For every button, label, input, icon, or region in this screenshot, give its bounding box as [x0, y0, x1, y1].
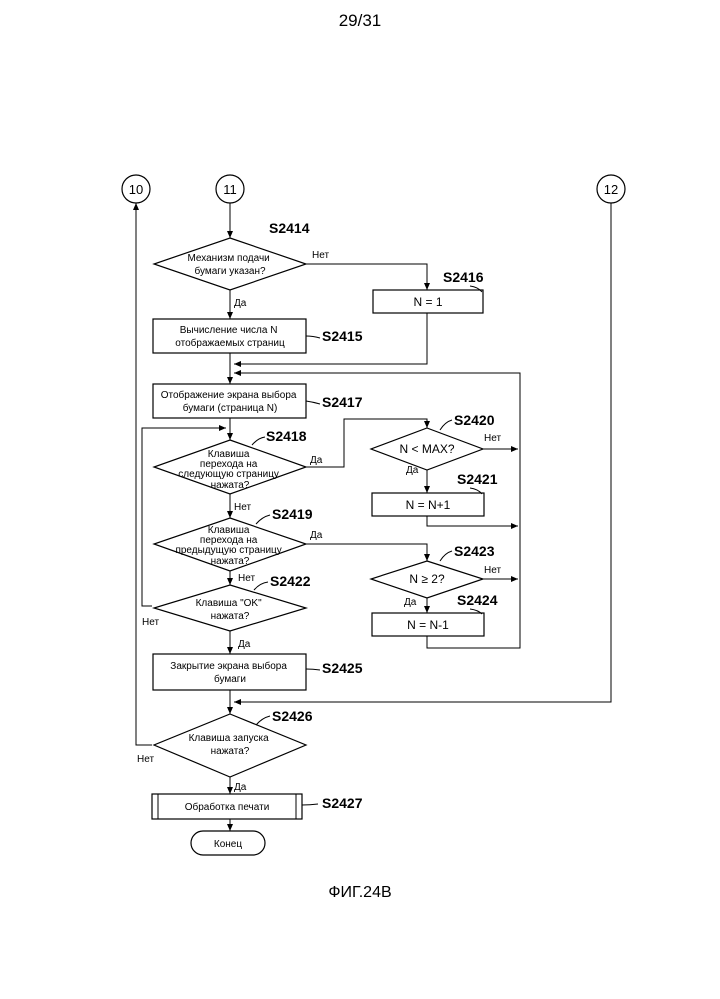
s2416-id: S2416: [443, 269, 484, 285]
s2414-yes-label: Да: [234, 298, 247, 309]
step-s2415-process: Вычисление числа N отображаемых страниц …: [153, 319, 363, 353]
s2420-no-label: Нет: [484, 433, 501, 444]
s2414-id: S2414: [269, 220, 310, 236]
s2422-no-label: Нет: [142, 617, 159, 628]
s2419-yes-label: Да: [310, 530, 323, 541]
connector-10: 10: [122, 175, 150, 203]
s2424-text: N = N-1: [407, 618, 449, 632]
s2427-text: Обработка печати: [185, 801, 270, 813]
s2426-id: S2426: [272, 708, 313, 724]
step-s2417-process: Отображение экрана выбора бумаги (страни…: [153, 384, 363, 418]
s2421-id: S2421: [457, 471, 498, 487]
s2423-id: S2423: [454, 543, 495, 559]
s2418-id: S2418: [266, 428, 307, 444]
step-s2418-decision: Клавиша перехода на следующую страницу н…: [154, 428, 323, 513]
s2421-text: N = N+1: [406, 498, 451, 512]
step-s2416-process: N = 1 S2416: [373, 269, 484, 313]
s2426-yes-label: Да: [234, 782, 247, 793]
s2426-no-label: Нет: [137, 754, 154, 765]
s2420-text: N < MAX?: [399, 442, 454, 456]
s2419-no-label: Нет: [238, 573, 255, 584]
step-s2427-subroutine: Обработка печати S2427: [152, 794, 363, 819]
s2418-yes-label: Да: [310, 455, 323, 466]
s2418-no-label: Нет: [234, 502, 251, 513]
s2416-text: N = 1: [413, 295, 442, 309]
s2425-id: S2425: [322, 660, 363, 676]
connector-12-label: 12: [604, 182, 618, 197]
s2417-id: S2417: [322, 394, 363, 410]
s2422-id: S2422: [270, 573, 311, 589]
s2414-no-label: Нет: [312, 250, 329, 261]
figure-caption: ФИГ.24В: [328, 884, 391, 901]
end-text: Конец: [214, 839, 242, 850]
page-number: 29/31: [339, 11, 382, 30]
step-s2426-decision: Клавиша запуска нажата? S2426 Нет Да: [137, 708, 313, 793]
s2423-text: N ≥ 2?: [409, 572, 445, 586]
connector-11-label: 11: [223, 182, 237, 197]
step-s2420-decision: N < MAX? S2420 Нет Да: [371, 412, 501, 476]
s2423-no-label: Нет: [484, 565, 501, 576]
s2415-id: S2415: [322, 328, 363, 344]
connector-10-label: 10: [129, 182, 143, 197]
step-s2424-process: N = N-1 S2424: [372, 592, 498, 636]
s2419-id: S2419: [272, 506, 313, 522]
end-terminator: Конец: [191, 831, 265, 855]
step-s2421-process: N = N+1 S2421: [372, 471, 498, 516]
step-s2425-process: Закрытие экрана выбора бумаги S2425: [153, 654, 363, 690]
step-s2422-decision: Клавиша "OK" нажата? S2422 Нет Да: [142, 573, 311, 650]
step-s2414-decision: Механизм подачи бумаги указан? S2414 Нет…: [154, 220, 329, 309]
s2422-yes-label: Да: [238, 639, 251, 650]
s2424-id: S2424: [457, 592, 498, 608]
s2423-yes-label: Да: [404, 597, 417, 608]
s2420-id: S2420: [454, 412, 495, 428]
s2427-id: S2427: [322, 795, 363, 811]
connector-12: 12: [597, 175, 625, 203]
connector-11: 11: [216, 175, 244, 203]
s2420-yes-label: Да: [406, 465, 419, 476]
